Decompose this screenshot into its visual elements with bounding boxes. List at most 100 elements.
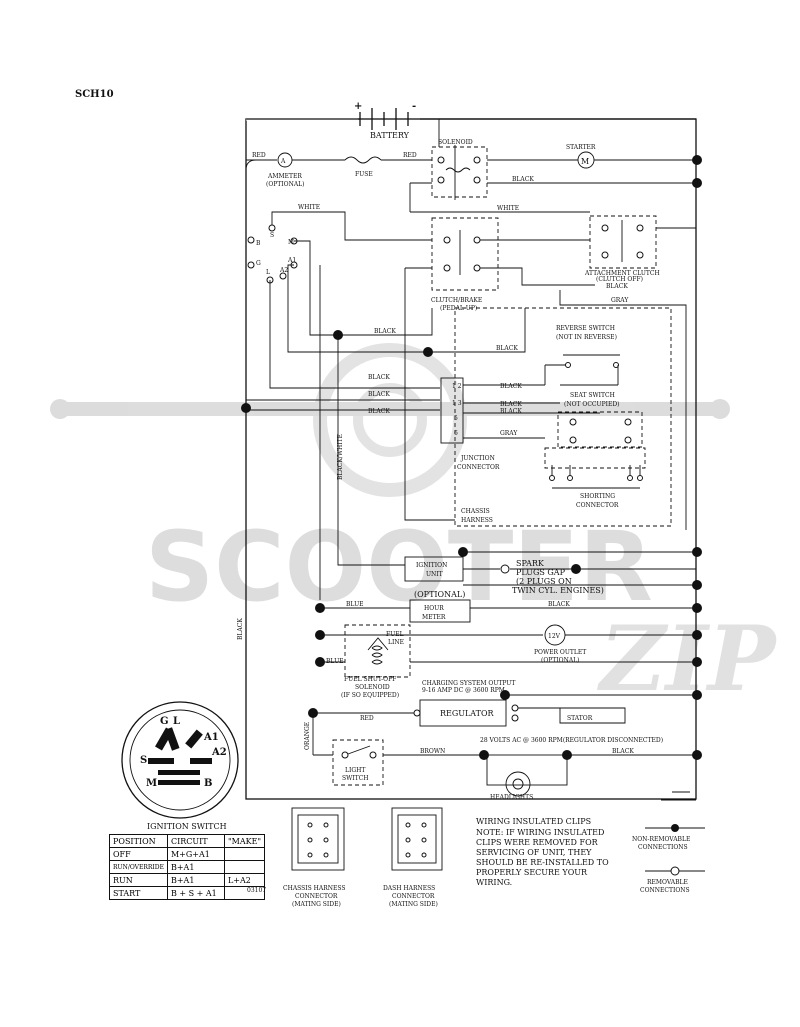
removable-label: REMOVABLE — [647, 879, 688, 886]
table-cell — [223, 860, 266, 874]
red-label-3: RED — [360, 715, 374, 722]
term-m: M — [288, 239, 294, 246]
not-occupied-label: (NOT OCCUPIED) — [564, 401, 620, 408]
junction-label: JUNCTION — [460, 455, 495, 462]
chassis-conn-label-2: CONNECTOR — [295, 893, 338, 900]
term-g: G — [256, 260, 261, 267]
ammeter-label: AMMETER — [267, 173, 302, 180]
ignition-switch-face: G L A1 A2 S M B IGNITION SWITCH — [121, 701, 239, 831]
clutch-brake-label: CLUTCH/BRAKE — [431, 297, 482, 304]
blue-label-1: BLUE — [346, 601, 364, 608]
hour-meter-label-2: METER — [422, 614, 446, 621]
sw-a1: A1 — [203, 732, 219, 743]
ignition-table-header: POSITION CIRCUIT "MAKE" — [109, 834, 266, 848]
table-cell: START — [109, 886, 168, 900]
not-reverse-label: (NOT IN REVERSE) — [556, 334, 617, 341]
table-header-cell: POSITION — [109, 834, 168, 848]
hour-meter-label: HOUR — [424, 605, 444, 612]
note-line-2: NOTE: IF WIRING INSULATED — [476, 828, 604, 837]
black-label-3: BLACK — [368, 374, 390, 381]
dash-conn-label-3: (MATING SIDE) — [389, 901, 438, 908]
chassis-label: CHASSIS — [461, 508, 490, 515]
spark-label-3: (2 PLUGS ON — [516, 577, 572, 586]
starter-symbol: M — [581, 157, 589, 166]
chassis-harness-box — [454, 307, 672, 527]
table-cell: B+A1 — [166, 873, 225, 887]
term-l: L — [266, 269, 270, 276]
ignition-unit-label-2: UNIT — [426, 571, 443, 578]
fuel-line-label-2: LINE — [388, 639, 404, 646]
brown-label: BROWN — [420, 748, 445, 755]
gray-wire-label: GRAY — [611, 297, 629, 304]
wiring-note: WIRING INSULATED CLIPS NOTE: IF WIRING I… — [476, 817, 609, 887]
sw-a2: A2 — [211, 747, 227, 758]
stator-label: STATOR — [567, 715, 593, 722]
fuel-shutoff-label-2: SOLENOID — [355, 684, 390, 691]
pin-5: 5 — [454, 415, 458, 422]
dash-harness-connector: DASH HARNESS CONNECTOR (MATING SIDE) — [383, 807, 443, 908]
shorting-connector-label: CONNECTOR — [576, 502, 619, 509]
regulator-label: REGULATOR — [440, 709, 495, 718]
table-row: RUN B+A1 L+A2 — [109, 873, 266, 887]
ignition-table: POSITION CIRCUIT "MAKE" OFF M+G+A1 RUN/O… — [109, 834, 266, 900]
seat-switch-label: SEAT SWITCH — [570, 392, 615, 399]
power-outlet-fuel: 12V POWER OUTLET (OPTIONAL) FUEL LINE BL… — [320, 624, 696, 699]
junction-connector: 1 2 1 3 5 6 JUNCTION CONNECTOR BLACK BLA… — [440, 377, 600, 471]
lighting-circuit: ORANGE LIGHT SWITCH BROWN HEADLIGHTS BLA… — [304, 713, 696, 801]
red-wire-label: RED — [252, 152, 266, 159]
ammeter-symbol: A — [280, 158, 286, 165]
sw-l: L — [173, 716, 180, 727]
sw-g: G — [160, 716, 169, 727]
watermark: SCOOTER ZIP — [50, 343, 778, 712]
non-removable-label-2: CONNECTIONS — [638, 844, 688, 851]
doc-id: SCH10 — [75, 89, 114, 100]
table-cell: M+G+A1 — [166, 847, 225, 861]
reverse-switch-label: REVERSE SWITCH — [556, 325, 615, 332]
hour-meter: (OPTIONAL) HOUR METER BLUE BLACK — [320, 590, 696, 623]
spark-label-4: TWIN CYL. ENGINES) — [512, 586, 604, 595]
ammeter-opt-label: (OPTIONAL) — [266, 181, 305, 188]
power-outlet-label: POWER OUTLET — [534, 649, 586, 656]
pin-6: 6 — [454, 430, 458, 437]
clutch-brake-switch: CLUTCH/BRAKE (PEDAL UP) BLACK — [431, 217, 628, 312]
ammeter-fuse-circuit: A RED AMMETER (OPTIONAL) FUSE RED — [246, 152, 432, 188]
black-label-4: BLACK — [368, 391, 390, 398]
harness-label: HARNESS — [461, 517, 493, 524]
black-side-label: BLACK — [237, 618, 244, 640]
watermark-text: SCOOTER — [145, 511, 653, 623]
battery: + - BATTERY — [246, 101, 696, 140]
black-starter-label: BLACK — [512, 176, 534, 183]
seat-switch: SEAT SWITCH (NOT OCCUPIED) SHORTING CONN… — [544, 392, 646, 509]
chassis-harness-connector: CHASSIS HARNESS CONNECTOR (MATING SIDE) — [283, 807, 346, 908]
solenoid: SOLENOID M STARTER BLACK WHITE — [409, 119, 696, 213]
gray-label-2: GRAY — [500, 430, 518, 437]
attach-clutch-label: ATTACHMENT CLUTCH — [584, 270, 660, 277]
note-line-7: WIRING. — [476, 878, 512, 887]
spark-label-1: SPARK — [516, 559, 545, 568]
table-cell: B + S + A1 — [166, 886, 225, 900]
fuse-label: FUSE — [355, 171, 373, 178]
table-row: START B + S + A1 — [109, 886, 266, 900]
battery-minus: - — [412, 101, 416, 112]
starter-label: STARTER — [566, 144, 596, 151]
term-s: S — [270, 232, 274, 239]
removable-label-2: CONNECTIONS — [640, 887, 690, 894]
chassis-conn-label: CHASSIS HARNESS — [283, 885, 346, 892]
term-a1: A1 — [287, 257, 296, 264]
volts-ac-label: 28 VOLTS AC @ 3600 RPM(REGULATOR DISCONN… — [480, 737, 663, 744]
dash-conn-label-2: CONNECTOR — [392, 893, 435, 900]
charging-label-2: 9-16 AMP DC @ 3600 RPM — [422, 687, 505, 694]
reverse-switch: REVERSE SWITCH (NOT IN REVERSE) — [544, 325, 620, 386]
note-line-1: WIRING INSULATED CLIPS — [476, 817, 591, 826]
black-label-6: BLACK — [500, 383, 522, 390]
ignition-switch-label: IGNITION SWITCH — [147, 822, 227, 831]
fuel-shutoff-label: FUEL SHUT-OFF — [344, 676, 396, 683]
watermark-tail: ZIP — [597, 606, 778, 712]
term-b: B — [256, 240, 261, 247]
clutch-off-label: (CLUTCH OFF) — [596, 276, 643, 283]
battery-plus: + — [354, 101, 362, 112]
note-line-3: CLIPS WERE REMOVED FOR — [476, 838, 599, 847]
note-line-4: SERVICING OF UNIT, THEY — [476, 848, 592, 857]
table-cell: B+A1 — [166, 860, 225, 874]
